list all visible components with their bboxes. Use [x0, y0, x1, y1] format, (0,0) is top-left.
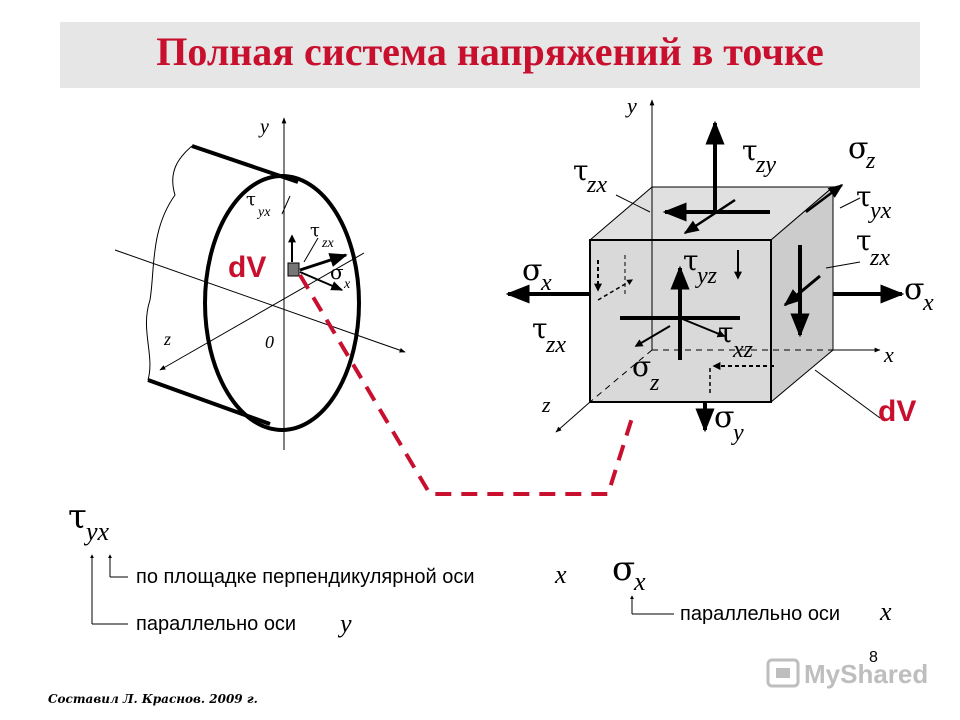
axis-label-z-right: z	[541, 392, 551, 417]
svg-text:xz: xz	[732, 337, 754, 363]
label-tau-zx-right: τ zx	[856, 224, 890, 271]
cube-labels: y x z dV τ zx τ zy σ z τ yx τ zx σ x τ	[522, 93, 934, 446]
axis-label-y-right: y	[625, 93, 637, 118]
svg-text:τ: τ	[856, 224, 872, 257]
legend-axis-x-1: x	[554, 560, 567, 589]
svg-text:τ: τ	[310, 220, 320, 241]
svg-text:yz: yz	[695, 263, 718, 289]
svg-text:σ: σ	[904, 272, 924, 307]
label-tau-xz: τ xz	[718, 316, 754, 363]
label-tau-yz: τ yz	[683, 244, 718, 289]
svg-text:yx: yx	[256, 205, 271, 220]
label-sigma-y: σ y	[714, 400, 744, 446]
cylinder-section-ellipse	[203, 174, 361, 432]
author-credit: Составил Л. Краснов. 2009 г.	[48, 692, 258, 706]
label-sigma-x-leftface: σ x	[522, 253, 552, 296]
svg-text:τ: τ	[532, 312, 548, 345]
label-tau-zy: τ zy	[742, 134, 776, 178]
svg-text:zy: zy	[755, 152, 776, 178]
svg-text:x: x	[540, 270, 552, 296]
cube-group	[505, 99, 905, 433]
legend-tau-subscript: yx	[83, 517, 110, 546]
axis-label-y-left: y	[258, 116, 269, 138]
svg-text:τ: τ	[856, 180, 872, 213]
legend-tau-symbol: τ	[68, 497, 87, 537]
svg-text:y: y	[731, 420, 744, 446]
svg-text:zx: zx	[321, 236, 334, 251]
svg-text:τ: τ	[718, 316, 734, 349]
page-number: 8	[869, 649, 878, 666]
legend-axis-x-2: x	[879, 597, 892, 626]
axis-label-x-right: x	[883, 342, 894, 367]
legend-line-parallel-x: параллельно оси	[680, 603, 840, 625]
svg-text:τ: τ	[573, 154, 589, 187]
dv-element-small	[287, 262, 300, 277]
svg-text:σ: σ	[330, 260, 344, 284]
title-bar	[60, 22, 920, 88]
label-tau-yx-left: τ yx	[246, 189, 271, 220]
svg-text:σ: σ	[632, 350, 651, 383]
svg-text:z: z	[865, 148, 876, 174]
page-title: Полная система напряжений в точке	[156, 29, 824, 74]
svg-text:σ: σ	[522, 253, 542, 288]
svg-text:τ: τ	[683, 244, 699, 277]
svg-text:zx: zx	[545, 332, 566, 358]
svg-text:σ: σ	[848, 131, 868, 166]
label-tau-yx-right: τ yx	[856, 180, 892, 224]
svg-text:z: z	[649, 370, 660, 396]
legend-sigma-notation: σ x параллельно оси x	[612, 549, 892, 626]
dv-label-left: dV	[228, 251, 266, 284]
cylinder-labels: y z 0 dV τ yx τ zx σ x	[163, 116, 351, 352]
svg-text:τ: τ	[246, 189, 256, 210]
svg-text:yx: yx	[868, 198, 892, 224]
label-sigma-z-lower: σ z	[632, 350, 660, 396]
svg-text:zx: zx	[586, 172, 607, 198]
dv-label-right: dV	[878, 395, 916, 428]
label-sigma-x-left: σ x	[330, 260, 351, 292]
legend-tau-notation: τ yx по площадке перпендикулярной оси x …	[68, 497, 567, 638]
axis-label-z-left: z	[163, 329, 171, 349]
watermark-text: MyShared	[804, 659, 928, 689]
label-tau-zx-left: τ zx	[310, 220, 334, 251]
connector-dashed-line	[298, 273, 634, 496]
label-tau-zx-top: τ zx	[573, 154, 607, 198]
label-tau-zx-lower: τ zx	[532, 312, 566, 358]
watermark-icon	[766, 658, 800, 688]
legend-sigma-symbol: σ	[612, 549, 635, 589]
legend-axis-y: y	[337, 609, 352, 638]
legend-line-perpendicular: по площадке перпендикулярной оси	[136, 566, 475, 588]
label-sigma-z-top: σ z	[848, 131, 876, 174]
label-sigma-x-rightface: σ x	[904, 272, 934, 316]
watermark-logo: MyShared	[766, 658, 928, 689]
svg-text:x: x	[343, 277, 351, 292]
svg-text:zx: zx	[869, 245, 890, 271]
svg-text:x: x	[922, 290, 934, 316]
cylinder-group	[114, 117, 406, 450]
legend-sigma-subscript: x	[633, 567, 646, 596]
svg-text:σ: σ	[714, 400, 734, 435]
origin-label: 0	[265, 332, 274, 352]
svg-text:τ: τ	[742, 134, 758, 167]
legend-line-parallel-y: параллельно оси	[136, 613, 296, 635]
